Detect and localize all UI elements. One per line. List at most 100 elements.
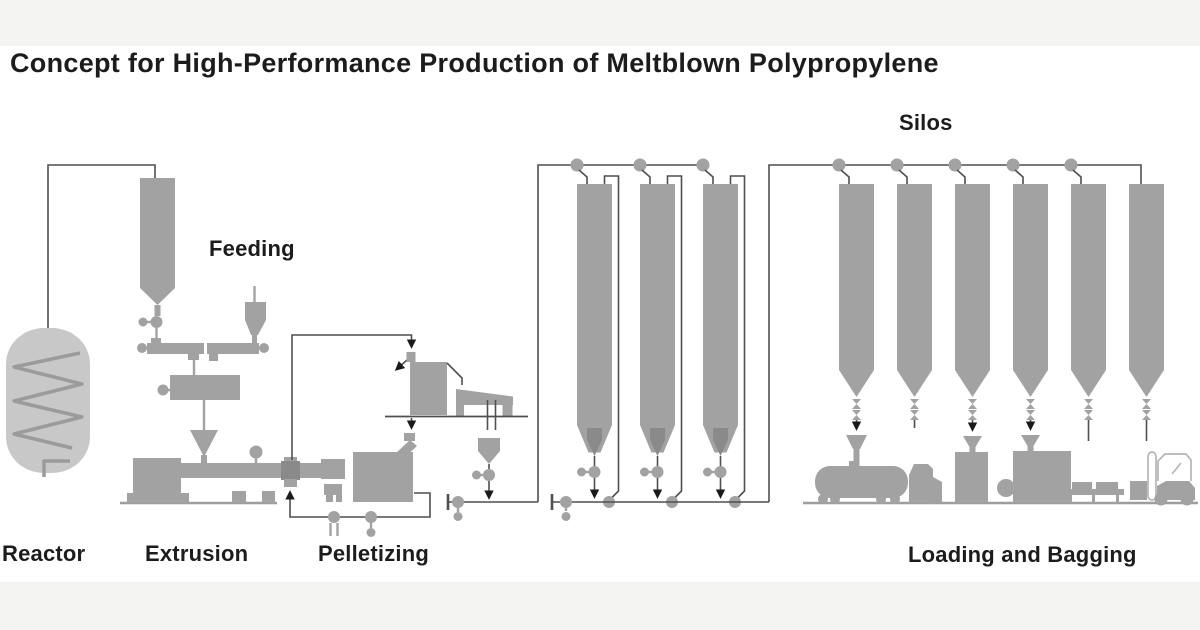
silo-body <box>1071 184 1106 397</box>
silo-body <box>703 184 738 453</box>
bagger-funnel <box>963 436 982 447</box>
pressure-gauge <box>249 445 263 459</box>
dosing-feeder-2 <box>207 343 259 354</box>
gear-unit-foot <box>326 494 333 502</box>
conveyor-belt <box>1065 489 1124 495</box>
vent-line <box>603 175 620 501</box>
extruder-motor-base <box>127 493 189 503</box>
exhaust-arrow <box>394 359 408 371</box>
tanker-truck <box>815 435 942 504</box>
die-head-bottom <box>284 479 297 487</box>
bagger-body <box>1013 451 1071 503</box>
tank-body <box>815 466 908 498</box>
diverter-valve <box>1064 158 1078 172</box>
label-pelletizing: Pelletizing <box>318 541 429 566</box>
rotary-valve-drive <box>453 512 463 521</box>
storage-silo <box>948 158 990 432</box>
diverter-valve <box>696 158 710 172</box>
pelletizer-inlet <box>404 433 415 441</box>
die-head-top <box>284 457 297 463</box>
feeder1-outlet <box>188 354 199 360</box>
pellet-valve-actuator <box>472 470 481 480</box>
bottom-band <box>0 582 1200 630</box>
forklift-mast <box>1147 451 1157 501</box>
silo-outlet-valve <box>714 466 727 478</box>
extruder-feed-throat <box>201 455 207 464</box>
reactor-section <box>6 164 156 477</box>
extruder-barrel <box>181 463 323 478</box>
bagger-drum <box>997 479 1015 497</box>
storage-silo <box>890 158 932 428</box>
feeder1-drive <box>137 343 147 353</box>
top-band <box>0 0 1200 46</box>
label-reactor: Reactor <box>2 541 86 566</box>
silo-cone-insert <box>650 428 665 456</box>
reactor-outlet-pipe <box>42 459 70 477</box>
silo-cone-insert <box>587 428 602 456</box>
bagging-machine <box>955 436 988 503</box>
reactor-coil <box>12 351 84 450</box>
pelletizer <box>353 452 413 502</box>
truck-wheel <box>818 494 828 504</box>
storage-silo <box>1006 158 1048 431</box>
slurry-line <box>291 334 417 460</box>
bagger-funnel <box>1021 435 1040 446</box>
dryer-inlet-stub <box>406 352 416 362</box>
valve-actuator <box>640 467 649 477</box>
bagging-machine <box>997 435 1071 503</box>
dryer-tower <box>410 362 447 415</box>
truck-wheel <box>876 494 886 504</box>
storage-silo <box>832 158 874 431</box>
intermediate-silos <box>550 158 769 521</box>
bag <box>1096 482 1118 489</box>
gear-unit-foot <box>336 494 342 502</box>
diverter-valve <box>1006 158 1020 172</box>
truck-loading-funnel <box>846 435 867 449</box>
forklift-steering <box>1171 462 1182 475</box>
feeding-section <box>137 178 269 464</box>
pump-drain <box>366 528 376 537</box>
silo-body <box>897 184 932 397</box>
truck-wheel <box>926 493 938 504</box>
label-extrusion: Extrusion <box>145 541 249 566</box>
diverter-valve <box>832 158 846 172</box>
water-pump <box>365 511 377 523</box>
silo-body <box>1129 184 1164 397</box>
truck-cab <box>909 464 942 503</box>
feeding-valve <box>150 316 163 328</box>
silo-cone-insert <box>713 428 728 456</box>
gear-unit <box>321 459 345 479</box>
page-title: Concept for High-Performance Production … <box>10 48 939 78</box>
intermediate-silo <box>633 158 683 508</box>
label-loading: Loading and Bagging <box>908 542 1137 567</box>
silo-outlet-valve <box>651 466 664 478</box>
extruder-foot <box>262 491 275 503</box>
label-feeding: Feeding <box>209 236 295 261</box>
mixer <box>170 375 240 400</box>
forklift-cage <box>1157 453 1192 481</box>
water-pump <box>328 511 340 523</box>
gear-unit-base <box>324 484 342 495</box>
forklift-wheel <box>1180 492 1194 506</box>
bagger-body <box>955 452 988 503</box>
silo-body <box>1013 184 1048 397</box>
feeder2-outlet <box>209 354 218 361</box>
mixer-valve <box>157 384 169 396</box>
diverter-valve <box>890 158 904 172</box>
silo-body <box>839 184 874 397</box>
rotary-valve <box>452 496 464 508</box>
silo-outlet-valve <box>588 466 601 478</box>
dryer-discharge-slide <box>456 389 513 405</box>
silo-body <box>577 184 612 453</box>
silo-body <box>640 184 675 453</box>
intermediate-silo <box>570 158 620 508</box>
pelletizer-chute <box>396 440 417 459</box>
additive-hopper <box>245 302 266 335</box>
die-head <box>281 461 300 480</box>
intermediate-silo <box>696 158 746 508</box>
diverter-valve <box>948 158 962 172</box>
extruder-motor <box>133 458 181 497</box>
valve-actuator <box>703 467 712 477</box>
label-silos: Silos <box>899 110 953 135</box>
